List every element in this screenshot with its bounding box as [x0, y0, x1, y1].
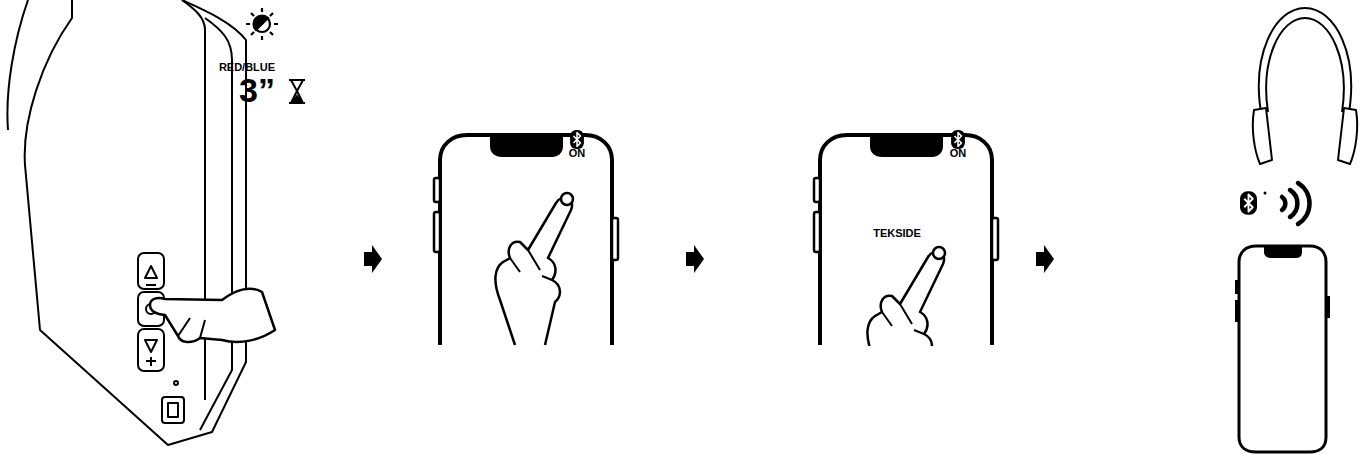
led-color-label: RED/BLUE — [219, 62, 275, 73]
device-name-label: TEKSIDE — [873, 228, 921, 239]
bluetooth-on-label: ON — [950, 148, 967, 159]
hold-time-label: 3” — [239, 73, 275, 107]
bluetooth-on-label: ON — [569, 148, 586, 159]
